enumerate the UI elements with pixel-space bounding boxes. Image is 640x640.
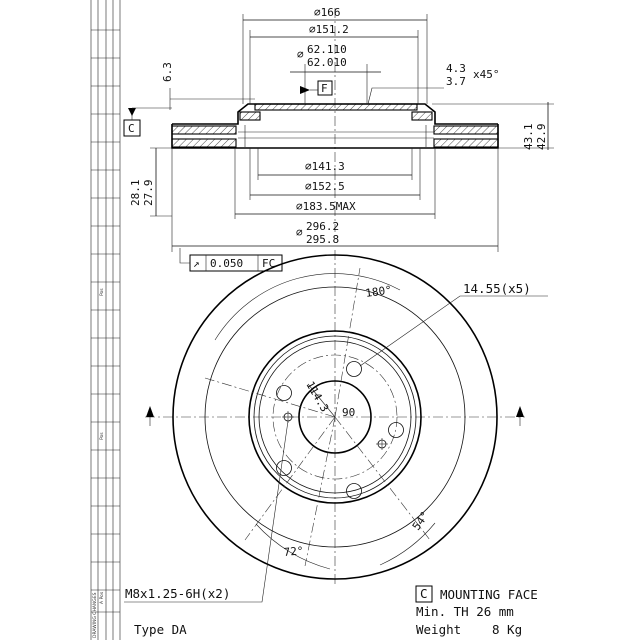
bolt-hole-3	[346, 483, 362, 499]
angle-arc-72	[255, 523, 331, 570]
dim-295-8: 295.8	[306, 233, 339, 246]
hat-outer-circle	[248, 330, 422, 504]
bore-90-label: 90	[342, 406, 355, 419]
chamfer-angle: x45°	[473, 68, 500, 81]
angle-54-label: 54°	[410, 509, 432, 533]
bolt-hole-2	[388, 422, 404, 438]
section-arrow-left	[146, 406, 154, 417]
section-view: ∅166 ∅151.2 ∅ 62.110 62.010 6.3 F 4.3 3.…	[123, 6, 554, 272]
datum-f-arrow	[300, 86, 310, 94]
friction-face-left-bottom	[171, 138, 237, 148]
runout-value: 0.050	[210, 257, 243, 270]
weight-label: Weight	[416, 622, 461, 637]
runout-symbol: ↗	[193, 257, 200, 270]
mounting-face-datum: C	[420, 586, 428, 601]
bolt-hole-5	[276, 385, 292, 401]
dim-42-9: 42.9	[535, 124, 548, 151]
notes-block: C MOUNTING FACE Min. TH 26 mm Weight 8 K…	[134, 585, 538, 637]
title-label-apos: A Pos	[99, 591, 105, 604]
friction-face-right-bottom	[433, 138, 499, 148]
dim-296-prefix: ∅	[296, 226, 303, 239]
dim-27-9: 27.9	[142, 180, 155, 207]
dim-152-5: ∅152.5	[305, 180, 345, 193]
section-arrow-right	[516, 406, 524, 417]
center-bore-circle	[298, 380, 372, 454]
angle-line-180	[334, 267, 361, 418]
angle-72-label: 72°	[283, 544, 304, 559]
dim-166: ∅166	[314, 6, 341, 19]
thread-callout: M8x1.25-6H(x2)	[125, 586, 230, 601]
friction-face-left-top	[171, 125, 237, 135]
angle-arc-54	[379, 522, 436, 566]
title-label-changes: DRAWING CHANGES	[92, 592, 98, 638]
dim-28-1: 28.1	[129, 180, 142, 207]
dim-296-2: 296.2	[306, 220, 339, 233]
bolt-hole-4	[276, 460, 292, 476]
hub-face	[254, 103, 418, 111]
title-block-strip: DRAWING CHANGES A Pos Pos Pos	[90, 0, 121, 640]
dim-62-prefix: ∅	[297, 48, 304, 61]
title-label-pos-1: Pos	[99, 288, 105, 296]
dim-6-3: 6.3	[161, 62, 174, 82]
dim-43-1: 43.1	[522, 124, 535, 151]
dim-183-5-max: ∅183.5MAX	[296, 200, 356, 213]
angle-180-label: 180°	[365, 283, 393, 300]
pcd-circle	[272, 354, 398, 480]
hat-wall-right	[411, 111, 433, 121]
datum-f-label: F	[321, 82, 328, 95]
thread-callout-leader	[124, 420, 289, 603]
type-label: Type DA	[134, 622, 187, 637]
min-thickness-label: Min. TH 26 mm	[416, 604, 514, 619]
chamfer-3-7: 3.7	[446, 75, 466, 88]
dim-141-3: ∅141.3	[305, 160, 345, 173]
datum-f-box	[317, 80, 333, 96]
front-view: 180° 72° 54° 114.3 90 14.55(x5) M8x1.25-…	[124, 250, 548, 603]
friction-inner-circle	[204, 286, 466, 548]
datum-c-label: C	[128, 122, 135, 135]
hat-wall-left	[239, 111, 261, 121]
mounting-face-label: MOUNTING FACE	[440, 587, 538, 602]
chamfer-4-3: 4.3	[446, 62, 466, 75]
weight-value: 8 Kg	[492, 622, 522, 637]
runout-tolerance-frame: ↗ 0.050 FC	[179, 248, 283, 272]
dim-62-010: 62.010	[307, 56, 347, 69]
disc-outline-lower	[171, 124, 499, 149]
bolt-hole-1	[346, 361, 362, 377]
hole-callout-leader	[359, 295, 548, 367]
outer-diameter-circle	[172, 254, 498, 580]
pcd-114-3-label: 114.3	[303, 379, 331, 414]
friction-face-right-top	[433, 125, 499, 135]
mounting-face-datum-box	[415, 585, 433, 603]
hole-size-callout: 14.55(x5)	[463, 281, 531, 296]
runout-datum: FC	[262, 257, 275, 270]
title-label-pos-2: Pos	[99, 432, 105, 440]
hat-inner-circle	[258, 340, 412, 494]
dim-151-2: ∅151.2	[309, 23, 349, 36]
dim-62-110: 62.110	[307, 43, 347, 56]
